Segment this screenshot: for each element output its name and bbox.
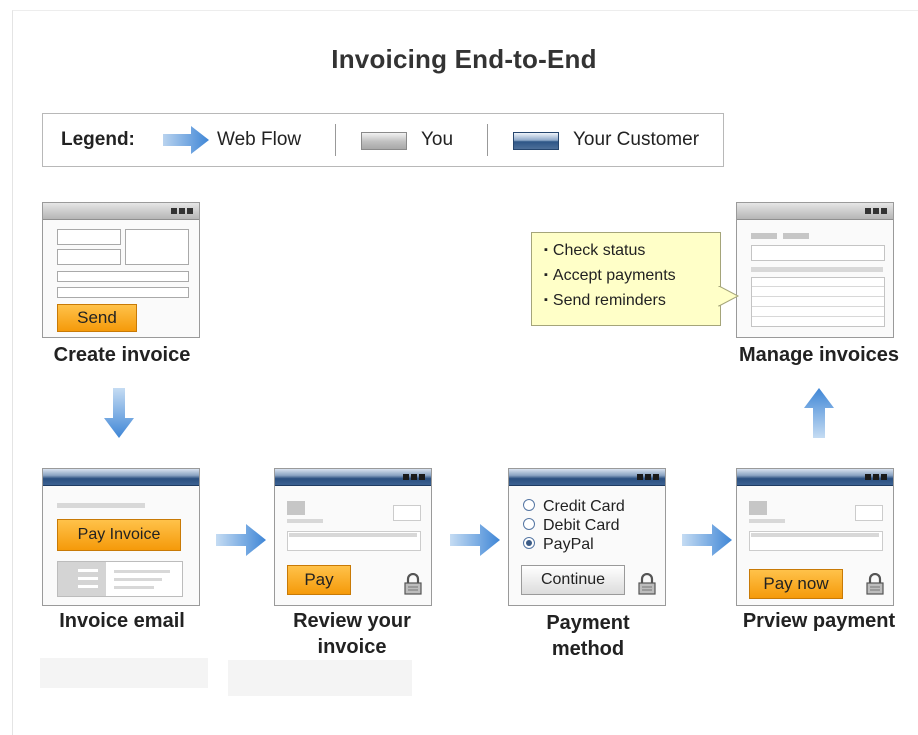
pay-now-button[interactable]: Pay now (749, 569, 843, 599)
form-field (57, 287, 189, 298)
diagram-frame (12, 10, 918, 735)
window-controls-icon (865, 208, 887, 214)
window-titlebar (43, 203, 199, 220)
form-field (57, 249, 121, 265)
flow-arrow-right-icon (682, 524, 732, 556)
legend-your-customer: Your Customer (573, 129, 700, 150)
web-flow-arrow-icon (163, 126, 209, 154)
window-titlebar (737, 469, 893, 486)
window-titlebar (737, 203, 893, 220)
debit-card-radio[interactable]: Debit Card (523, 516, 619, 535)
callout-pointer-icon (718, 286, 740, 307)
diagram-title: Invoicing End-to-End (331, 44, 597, 74)
create-invoice-caption: Create invoice (53, 344, 191, 366)
manage-invoices-window (736, 202, 894, 338)
form-field (125, 229, 189, 265)
legend-label: Legend: (61, 129, 135, 150)
lock-icon (638, 573, 656, 595)
invoice-email-caption: Invoice email (59, 610, 185, 632)
review-invoice-window: Pay (274, 468, 432, 606)
legend-web-flow: Web Flow (217, 129, 302, 150)
pay-button[interactable]: Pay (287, 565, 351, 595)
review-invoice-caption: Review your invoice (293, 610, 411, 658)
payment-method-window: Credit Card Debit Card PayPal Continue (508, 468, 666, 606)
credit-card-radio[interactable]: Credit Card (523, 497, 625, 516)
manage-invoices-caption: Manage invoices (738, 344, 900, 366)
window-controls-icon (865, 474, 887, 480)
legend: Legend: Web Flow You Your Customer (42, 113, 724, 167)
email-content (57, 561, 183, 597)
window-controls-icon (403, 474, 425, 480)
legend-divider (487, 124, 488, 156)
radio-selected-icon (523, 537, 535, 549)
paypal-radio[interactable]: PayPal (523, 535, 594, 554)
form-field (57, 229, 121, 245)
callout-item: Send reminders (544, 289, 720, 314)
manage-features-callout: Check status Accept payments Send remind… (531, 232, 721, 326)
pay-invoice-button[interactable]: Pay Invoice (57, 519, 181, 551)
window-titlebar (43, 469, 199, 486)
radio-icon (523, 518, 535, 530)
window-controls-icon (171, 208, 193, 214)
window-titlebar (509, 469, 665, 486)
lock-icon (866, 573, 884, 595)
faded-area (40, 658, 208, 688)
lock-icon (404, 573, 422, 595)
window-titlebar (275, 469, 431, 486)
preview-payment-caption: Prview payment (742, 610, 896, 632)
window-controls-icon (637, 474, 659, 480)
flow-arrow-down-icon (104, 388, 134, 438)
legend-divider (335, 124, 336, 156)
legend-you: You (421, 129, 454, 150)
payment-method-caption: Payment method (546, 612, 630, 660)
flow-arrow-right-icon (450, 524, 500, 556)
callout-item: Accept payments (544, 264, 720, 289)
you-swatch (361, 132, 407, 150)
invoice-email-window: Pay Invoice (42, 468, 200, 606)
customer-swatch (513, 132, 559, 150)
flow-arrow-up-icon (804, 388, 834, 438)
send-button[interactable]: Send (57, 304, 137, 332)
form-field (57, 271, 189, 282)
preview-payment-window: Pay now (736, 468, 894, 606)
create-invoice-window: Send (42, 202, 200, 338)
flow-arrow-right-icon (216, 524, 266, 556)
radio-icon (523, 499, 535, 511)
continue-button[interactable]: Continue (521, 565, 625, 595)
faded-area (228, 660, 412, 696)
text-line (57, 503, 145, 508)
callout-item: Check status (544, 239, 720, 264)
